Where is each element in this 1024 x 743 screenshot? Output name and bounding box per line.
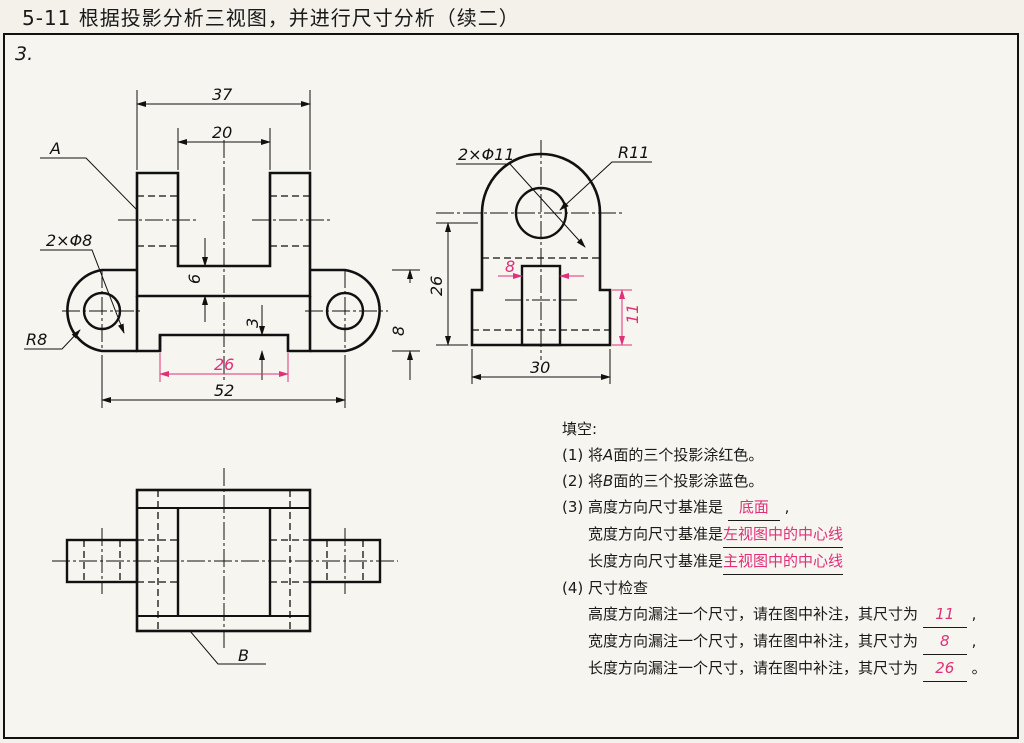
question-3-height: (3) 高度方向尺寸基准是 底面 , <box>562 494 982 521</box>
page-title: 5-11 根据投影分析三视图，并进行尺寸分析（续二） <box>22 6 520 30</box>
dim-52: 52 <box>214 381 234 400</box>
label-hole-front: 2×Φ8 <box>46 231 92 250</box>
question-4: (4) 尺寸检查 <box>562 579 649 597</box>
dim-26-side: 26 <box>427 276 446 296</box>
dim-8-side: 8 <box>505 257 515 276</box>
question-4-width: 宽度方向漏注一个尺寸，请在图中补注，其尺寸为 8 , <box>562 628 982 655</box>
label-face-a: A <box>49 139 61 158</box>
dim-37: 37 <box>212 85 233 104</box>
dim-6: 6 <box>185 274 204 284</box>
side-view <box>436 140 652 384</box>
label-radius-side: R11 <box>618 143 649 162</box>
question-1: (1) 将A面的三个投影涂红色。 <box>562 446 764 464</box>
front-view-outline <box>135 171 312 298</box>
label-face-b: B <box>238 646 249 665</box>
top-view <box>52 468 398 665</box>
dim-8: 8 <box>389 326 408 336</box>
added-dimension-26 <box>159 353 289 382</box>
side-view-outline <box>470 152 612 347</box>
answer-height-datum: 底面 <box>727 494 780 521</box>
question-3-length: 长度方向尺寸基准是主视图中的中心线 <box>562 548 982 575</box>
question-3-width: 宽度方向尺寸基准是左视图中的中心线 <box>562 521 982 548</box>
question-4-length: 长度方向漏注一个尺寸，请在图中补注，其尺寸为 26 。 <box>562 655 987 682</box>
label-hole-side: 2×Φ11 <box>458 145 515 164</box>
dim-11-side: 11 <box>623 304 642 324</box>
answer-length-missing: 26 <box>922 655 967 682</box>
dim-3: 3 <box>243 318 262 328</box>
question-4-height: 高度方向漏注一个尺寸，请在图中补注，其尺寸为 11 , <box>562 601 982 628</box>
answer-height-missing: 11 <box>922 601 967 628</box>
answer-width-missing: 8 <box>922 628 967 655</box>
front-view <box>24 90 420 408</box>
fill-in-questions: 填空: (1) 将A面的三个投影涂红色。 (2) 将B面的三个投影涂蓝色。 (3… <box>562 416 987 682</box>
dim-20: 20 <box>212 123 232 142</box>
questions-heading: 填空: <box>562 420 598 438</box>
label-radius-front: R8 <box>26 330 47 349</box>
added-side-dimensions <box>498 273 632 346</box>
problem-number: 3. <box>15 43 34 65</box>
dim-30-side: 30 <box>530 358 550 377</box>
answer-width-datum: 左视图中的中心线 <box>723 521 844 548</box>
question-2: (2) 将B面的三个投影涂蓝色。 <box>562 472 764 490</box>
answer-length-datum: 主视图中的中心线 <box>723 548 844 575</box>
dim-26-front: 26 <box>214 355 234 374</box>
front-right-ear <box>310 268 381 353</box>
drawing-frame: 3. <box>3 33 1019 739</box>
